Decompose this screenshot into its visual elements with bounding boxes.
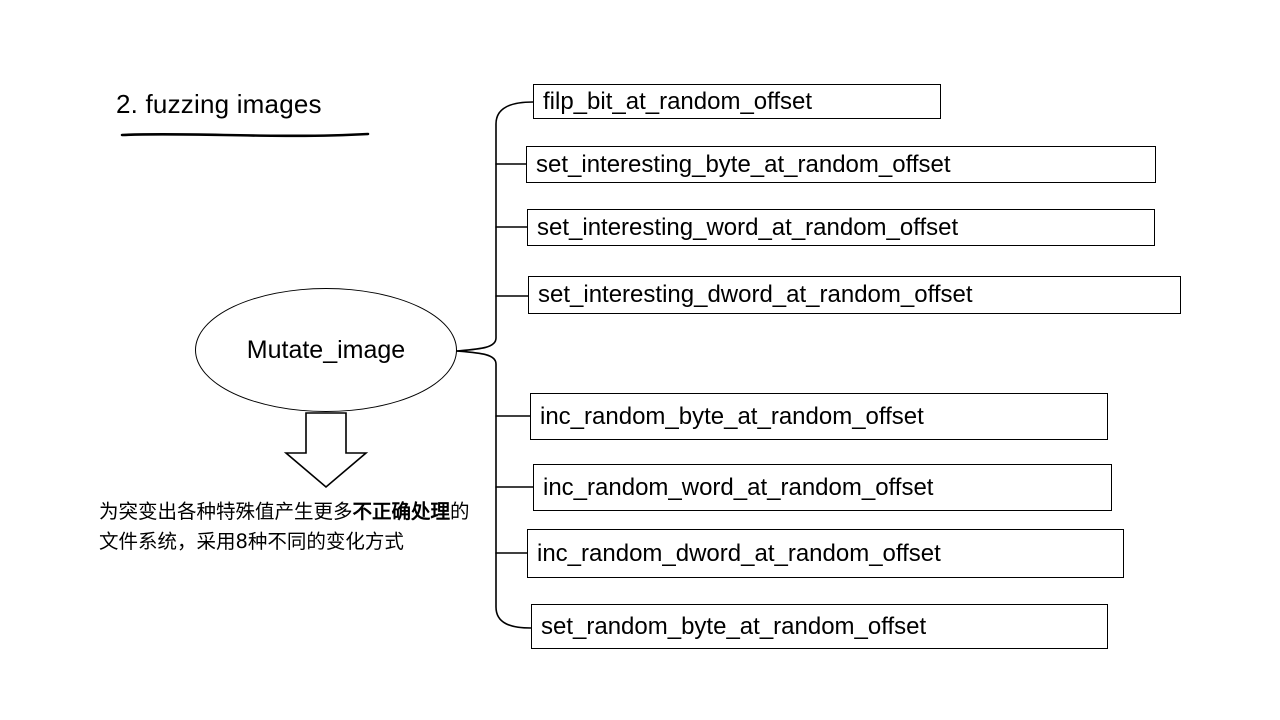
leaf-box-label: set_interesting_byte_at_random_offset (536, 150, 951, 178)
trunk-upper (456, 101, 534, 352)
leaf-box[interactable]: inc_random_word_at_random_offset (533, 464, 1112, 511)
block-arrow-down-icon (283, 412, 369, 489)
leaf-box[interactable]: filp_bit_at_random_offset (533, 84, 941, 119)
caption-part-1: 为突变出各种特殊值产生更多 (99, 500, 353, 523)
trunk-lower (456, 350, 532, 629)
leaf-box[interactable]: inc_random_dword_at_random_offset (527, 529, 1124, 578)
leaf-box-label: set_interesting_word_at_random_offset (537, 213, 959, 241)
leaf-box[interactable]: inc_random_byte_at_random_offset (530, 393, 1108, 440)
node-mutate-image[interactable]: Mutate_image (195, 288, 457, 412)
node-label: Mutate_image (246, 336, 406, 364)
leaf-box[interactable]: set_interesting_dword_at_random_offset (528, 276, 1181, 314)
leaf-box-label: set_random_byte_at_random_offset (541, 612, 927, 640)
leaf-box-label: inc_random_word_at_random_offset (543, 473, 934, 501)
leaf-box[interactable]: set_random_byte_at_random_offset (531, 604, 1108, 649)
leaf-box-label: set_interesting_dword_at_random_offset (538, 281, 973, 308)
leaf-box[interactable]: set_interesting_byte_at_random_offset (526, 146, 1156, 183)
caption-emphasis: 不正确处理 (352, 500, 451, 523)
leaf-box[interactable]: set_interesting_word_at_random_offset (527, 209, 1155, 246)
title-underline (120, 132, 370, 138)
caption-part-2: 的文件系统，采用8种不同的变化方式 (99, 500, 470, 553)
caption-text: 为突变出各种特殊值产生更多不正确处理的文件系统，采用8种不同的变化方式 (99, 497, 489, 557)
leaf-box-label: inc_random_byte_at_random_offset (540, 402, 924, 430)
page-title: 2. fuzzing images (116, 89, 322, 119)
leaf-box-label: inc_random_dword_at_random_offset (537, 539, 941, 567)
leaf-box-label: filp_bit_at_random_offset (543, 87, 813, 115)
